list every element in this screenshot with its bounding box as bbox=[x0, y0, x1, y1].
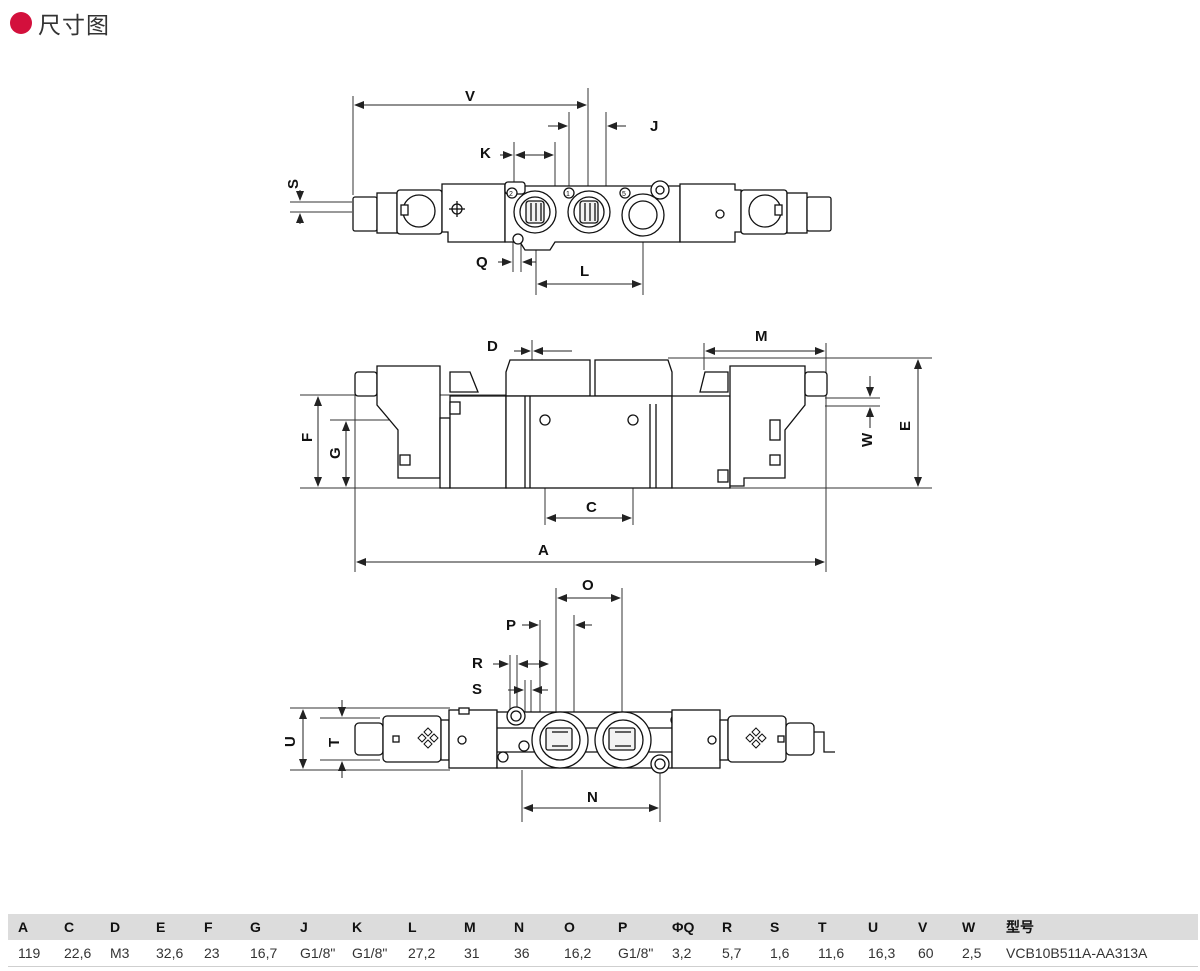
label-R: R bbox=[472, 655, 483, 672]
label-O: O bbox=[582, 577, 594, 594]
top-view bbox=[290, 88, 832, 295]
table-header: D bbox=[110, 919, 121, 935]
dimension-drawing: V K J S Q L D M F G W E C A O P R S U T … bbox=[282, 88, 932, 822]
table-header: E bbox=[156, 919, 166, 935]
label-W: W bbox=[859, 432, 876, 447]
table-header: S bbox=[770, 919, 780, 935]
table-header: M bbox=[464, 919, 476, 935]
label-D: D bbox=[487, 338, 498, 355]
table-header: C bbox=[64, 919, 75, 935]
table-cell: G1/8" bbox=[342, 940, 398, 967]
table-cell: G1/8" bbox=[608, 940, 662, 967]
label-L: L bbox=[580, 263, 589, 280]
table-cell: 3,2 bbox=[662, 940, 712, 967]
table-cell: 31 bbox=[454, 940, 504, 967]
table-cell: 1,6 bbox=[760, 940, 808, 967]
table-cell: G1/8" bbox=[290, 940, 342, 967]
port-mark-5: 5 bbox=[622, 191, 626, 198]
label-J: J bbox=[650, 118, 658, 135]
table-cell: 36 bbox=[504, 940, 554, 967]
table-header: R bbox=[722, 919, 733, 935]
label-S-bottom: S bbox=[472, 681, 482, 698]
label-G: G bbox=[327, 447, 344, 459]
table-cell: 60 bbox=[908, 940, 952, 967]
table-header: 型号 bbox=[1006, 919, 1034, 935]
table-cell: 2,5 bbox=[952, 940, 996, 967]
table-cell: 5,7 bbox=[712, 940, 760, 967]
port-mark-1: 1 bbox=[566, 191, 570, 198]
label-V: V bbox=[465, 88, 475, 105]
table-header: G bbox=[250, 919, 261, 935]
table-header: V bbox=[918, 919, 928, 935]
table-cell: 32,6 bbox=[146, 940, 194, 967]
label-A: A bbox=[538, 542, 549, 559]
label-C: C bbox=[586, 499, 597, 516]
table-cell: 16,3 bbox=[858, 940, 908, 967]
table-header: P bbox=[618, 919, 628, 935]
table-header-row: A C D E F G J K L M N O P ΦQ R S T U V W… bbox=[8, 914, 1198, 940]
port-mark-2: 2 bbox=[509, 191, 513, 198]
label-K: K bbox=[480, 145, 491, 162]
table-header: U bbox=[868, 919, 879, 935]
page-title: 尺寸图 bbox=[38, 13, 110, 39]
table-cell: 23 bbox=[194, 940, 240, 967]
label-E: E bbox=[897, 421, 914, 431]
table-header: A bbox=[18, 919, 29, 935]
table-cell: 16,2 bbox=[554, 940, 608, 967]
table-header: T bbox=[818, 919, 827, 935]
label-T: T bbox=[326, 738, 343, 747]
label-P: P bbox=[506, 617, 516, 634]
label-M: M bbox=[755, 328, 768, 345]
table-row: 119 22,6 M3 32,6 23 16,7 G1/8" G1/8" 27,… bbox=[8, 940, 1198, 967]
table-header: J bbox=[300, 919, 308, 935]
label-F: F bbox=[299, 433, 316, 442]
front-view bbox=[300, 340, 932, 572]
table-cell: 16,7 bbox=[240, 940, 290, 967]
table-header: ΦQ bbox=[672, 919, 695, 935]
table-header: F bbox=[204, 919, 213, 935]
label-U: U bbox=[282, 736, 299, 747]
table-header: N bbox=[514, 919, 525, 935]
label-N: N bbox=[587, 789, 598, 806]
section-header: 尺寸图 bbox=[10, 8, 110, 39]
label-Q: Q bbox=[476, 254, 488, 271]
table-cell: 119 bbox=[8, 940, 54, 967]
table-header: W bbox=[962, 919, 976, 935]
table-header: O bbox=[564, 919, 575, 935]
dimension-table: A C D E F G J K L M N O P ΦQ R S T U V W… bbox=[8, 914, 1198, 967]
red-dot-icon bbox=[10, 12, 32, 34]
table-cell: 22,6 bbox=[54, 940, 100, 967]
table-cell: VCB10B511A-AA313A bbox=[996, 940, 1198, 967]
table-header: K bbox=[352, 919, 363, 935]
table-cell: 27,2 bbox=[398, 940, 454, 967]
bottom-view bbox=[290, 588, 835, 822]
table-cell: 11,6 bbox=[808, 940, 858, 967]
label-S-top: S bbox=[285, 179, 302, 189]
table-cell: M3 bbox=[100, 940, 146, 967]
table-header: L bbox=[408, 919, 417, 935]
